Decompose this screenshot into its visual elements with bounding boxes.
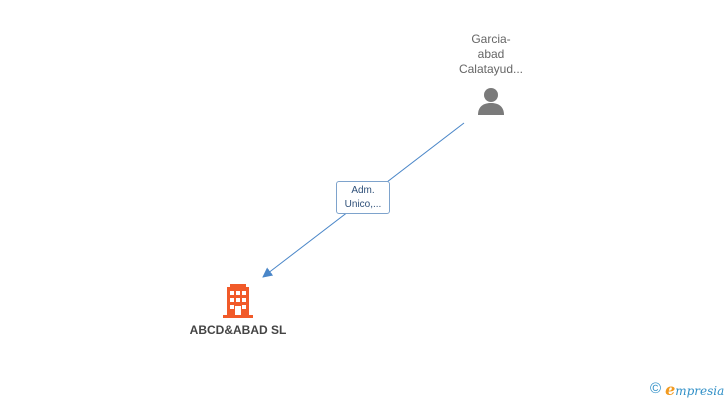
empresia-brand[interactable]: © empresia — [650, 379, 724, 399]
relation-role-line-2: Unico,... — [344, 199, 382, 210]
brand-logo: empresia — [665, 380, 724, 399]
copyright-icon: © — [650, 380, 662, 397]
person-node[interactable]: Garcia- abad Calatayud... — [440, 32, 542, 116]
company-node[interactable]: ABCD&ABAD SL — [178, 284, 298, 337]
brand-logo-rest: mpresia — [675, 383, 725, 398]
building-icon — [223, 284, 253, 318]
brand-logo-initial: e — [665, 379, 676, 399]
person-name-line-1: Garcia- — [471, 32, 511, 46]
person-name-line-2: abad — [477, 47, 505, 61]
person-name-line-3: Calatayud... — [458, 62, 524, 76]
company-name: ABCD&ABAD SL — [189, 323, 287, 337]
person-icon — [478, 88, 504, 115]
relation-role-line-1: Adm. — [351, 185, 375, 196]
person-name: Garcia- abad Calatayud... — [440, 32, 542, 77]
relation-role-label[interactable]: Adm. Unico,... — [336, 181, 390, 214]
